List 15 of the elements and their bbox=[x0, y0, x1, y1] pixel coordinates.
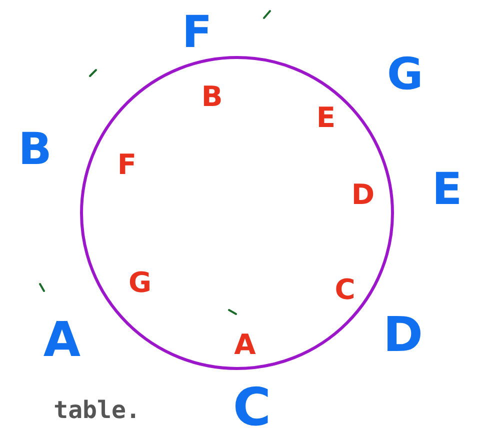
letter-label: G bbox=[128, 269, 152, 297]
letter-label: A bbox=[43, 316, 81, 364]
caption-text: table. bbox=[54, 398, 140, 422]
letter-label: C bbox=[232, 382, 272, 434]
letter-label: D bbox=[383, 311, 423, 359]
letter-label: G bbox=[386, 53, 424, 97]
letter-label: B bbox=[18, 128, 52, 172]
letter-label: F bbox=[182, 11, 212, 55]
letter-label: E bbox=[316, 104, 336, 132]
letter-label: E bbox=[432, 168, 462, 212]
letter-label: A bbox=[234, 331, 256, 359]
letter-label: F bbox=[117, 151, 137, 179]
letter-label: B bbox=[201, 83, 223, 111]
letter-label: D bbox=[351, 181, 375, 209]
letter-label: C bbox=[334, 276, 356, 304]
